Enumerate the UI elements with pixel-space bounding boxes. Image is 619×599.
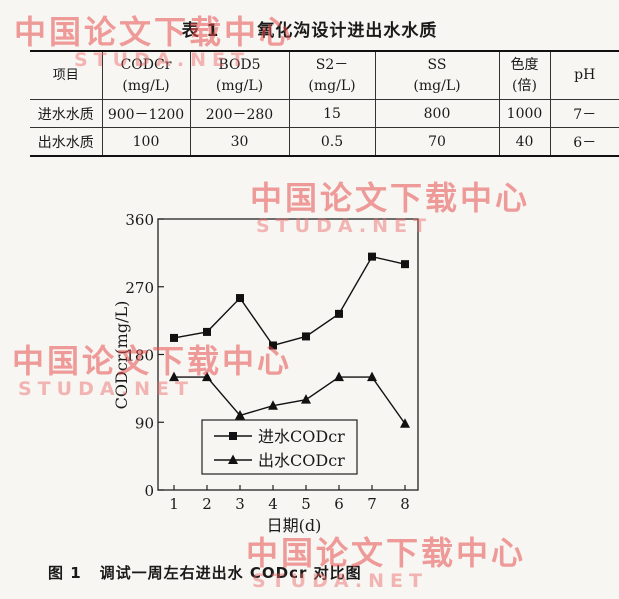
y-tick-label: 360 xyxy=(125,211,154,229)
x-tick-label: 6 xyxy=(334,495,344,513)
table-cell: 进水水质 xyxy=(30,99,102,128)
data-point xyxy=(401,260,409,269)
data-point xyxy=(334,371,344,382)
table-cell: 40 xyxy=(498,127,550,157)
water-quality-table: 项目 CODCr(mg/L) BOD5(mg/L) S2－(mg/L) SS(m… xyxy=(30,50,619,157)
y-axis-label: CODcr(mg/L) xyxy=(112,301,131,410)
data-point xyxy=(268,400,278,410)
table-row: 出水水质 100 30 0.5 70 40 6－ xyxy=(30,127,619,157)
table-title: 氧化沟设计进出水水质 xyxy=(257,21,438,41)
data-point xyxy=(400,418,410,428)
table-header-cell: 色度(倍) xyxy=(498,50,550,100)
table-cell: 7－ xyxy=(549,99,619,128)
data-point xyxy=(235,409,245,420)
data-point xyxy=(301,394,311,404)
figure-caption-text: 调试一周左右进出水 CODcr 对比图 xyxy=(99,564,362,582)
y-tick-label: 90 xyxy=(135,414,154,432)
data-point xyxy=(269,341,277,350)
data-point xyxy=(335,309,343,318)
table-cell: 6－ xyxy=(549,127,619,157)
table-cell: 900－1200 xyxy=(101,99,190,128)
table-cell: 70 xyxy=(374,127,499,157)
table-header-cell: SS(mg/L) xyxy=(374,50,499,100)
table-header-cell: CODCr(mg/L) xyxy=(101,50,190,100)
x-tick-label: 4 xyxy=(268,495,278,513)
y-tick-label: 0 xyxy=(144,482,154,500)
table-cell: 100 xyxy=(101,127,190,157)
figure-caption: 图 1 调试一周左右进出水 CODcr 对比图 xyxy=(48,562,362,583)
table-header-cell: 项目 xyxy=(30,50,102,100)
figure-number: 图 1 xyxy=(48,564,82,582)
legend-box xyxy=(201,419,358,475)
legend-label: 进水CODcr xyxy=(258,427,345,446)
y-tick-label: 180 xyxy=(125,347,154,365)
data-point xyxy=(203,327,211,336)
series-line-2 xyxy=(174,376,406,425)
data-point xyxy=(170,333,178,342)
data-point xyxy=(169,371,179,382)
table-cell: 出水水质 xyxy=(30,127,102,157)
data-point xyxy=(236,294,244,303)
table-number: 表 1 xyxy=(181,21,220,41)
table-cell: 0.5 xyxy=(288,127,375,157)
table-cell: 1000 xyxy=(498,99,550,128)
series-line-1 xyxy=(173,255,406,347)
x-tick-label: 8 xyxy=(400,495,410,513)
data-point xyxy=(367,371,377,382)
table-row: 进水水质 900－1200 200－280 15 800 1000 7－ xyxy=(30,99,619,128)
data-point xyxy=(202,371,212,382)
table-caption: 表 1 氧化沟设计进出水水质 xyxy=(0,16,619,41)
table-header-cell: S2－(mg/L) xyxy=(288,50,375,100)
x-tick-label: 3 xyxy=(235,495,245,513)
x-tick-label: 5 xyxy=(301,495,311,513)
legend-marker xyxy=(229,432,237,440)
x-tick-label: 1 xyxy=(169,495,179,513)
data-point xyxy=(368,252,376,261)
y-tick-label: 270 xyxy=(125,279,154,297)
table-cell: 800 xyxy=(374,99,499,128)
x-axis-label: 日期(d) xyxy=(267,516,322,535)
x-tick-label: 2 xyxy=(202,495,212,513)
legend-marker xyxy=(228,454,238,464)
legend-label: 出水CODcr xyxy=(258,451,345,470)
data-point xyxy=(302,332,310,341)
table-cell: 200－280 xyxy=(189,99,289,128)
x-tick-label: 7 xyxy=(367,495,377,513)
table-header-row: 项目 CODCr(mg/L) BOD5(mg/L) S2－(mg/L) SS(m… xyxy=(30,50,619,100)
table-cell: 30 xyxy=(189,127,289,157)
table-cell: 15 xyxy=(288,99,375,128)
